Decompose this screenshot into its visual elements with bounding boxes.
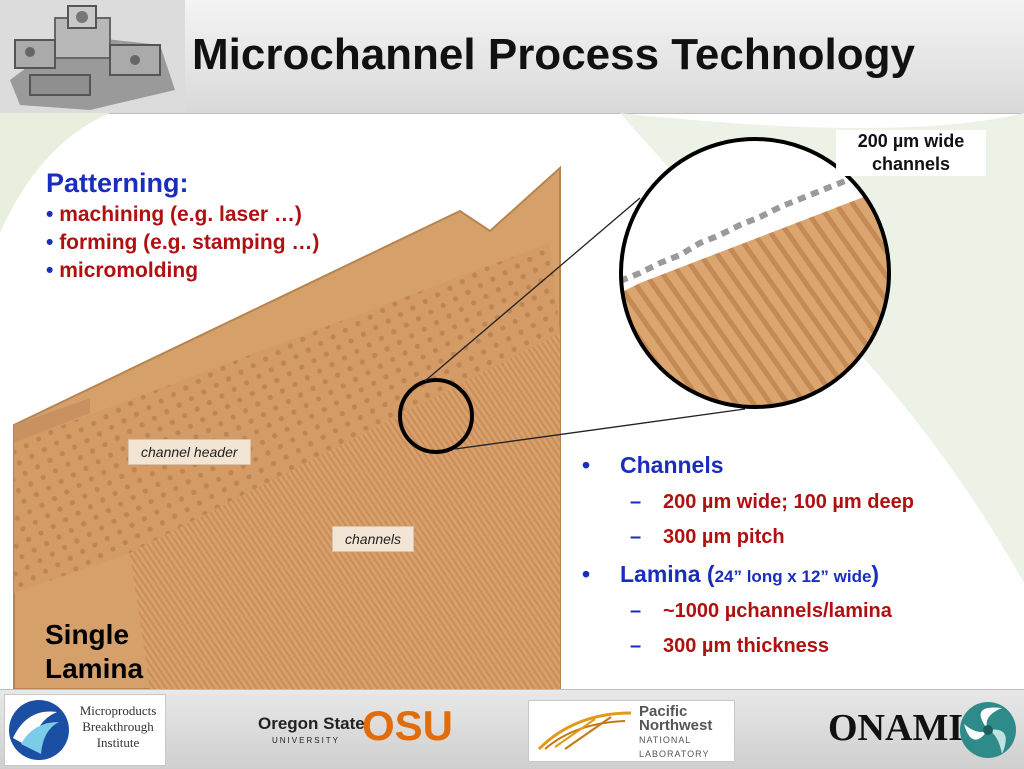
mbi-text: Microproducts <box>79 703 157 718</box>
channels-subitem: –300 µm pitch <box>630 526 785 548</box>
caption-line: Lamina <box>45 653 144 684</box>
zoom-label-line: 200 µm wide <box>857 131 965 151</box>
mbi-text: Institute <box>96 735 140 750</box>
channels-tag: channels <box>332 526 415 552</box>
zoom-label-line: channels <box>871 154 951 174</box>
pnnl-logo: Pacific Northwest NATIONAL LABORATORY <box>528 700 735 762</box>
slide-title: Microchannel Process Technology <box>192 30 915 79</box>
pnnl-text: Northwest <box>639 717 713 734</box>
channels-bullet: •Channels <box>582 452 724 478</box>
specs-list: •Channels –200 µm wide; 100 µm deep –300… <box>582 452 914 670</box>
background-swoosh <box>0 113 1024 583</box>
zoom-label: 200 µm wide channels <box>836 130 986 176</box>
lamina-bullet: •Lamina (24” long x 12” wide) <box>582 561 880 587</box>
lamina-subitem: –~1000 µchannels/lamina <box>630 600 892 622</box>
slide-header: Microchannel Process Technology <box>0 0 1024 114</box>
onami-swirl-icon <box>960 702 1016 758</box>
osu-sub: UNIVERSITY <box>272 736 341 745</box>
mbi-logo: Microproducts Breakthrough Institute <box>4 694 166 766</box>
onami-logo: ONAMI <box>828 700 1018 762</box>
pnnl-text: NATIONAL <box>639 735 692 745</box>
osu-name: Oregon State <box>258 714 365 733</box>
lamina-caption: Single Lamina <box>45 618 143 686</box>
patterning-section: Patterning: • machining (e.g. laser …) •… <box>46 168 319 283</box>
patterning-item: • forming (e.g. stamping …) <box>46 231 320 254</box>
patterning-heading: Patterning: <box>46 168 189 198</box>
onami-text: ONAMI <box>828 707 964 749</box>
pnnl-text: Pacific <box>639 703 688 720</box>
patterning-item: • machining (e.g. laser …) <box>46 203 302 226</box>
osu-mark: OSU <box>362 702 454 749</box>
channel-header-tag: channel header <box>128 439 251 465</box>
channels-subitem: –200 µm wide; 100 µm deep <box>630 491 914 513</box>
lamina-illustration <box>13 137 891 689</box>
pnnl-mark-icon <box>537 711 632 751</box>
lamina-subitem: –300 µm thickness <box>630 635 830 657</box>
osu-logo: Oregon State UNIVERSITY OSU <box>258 702 453 762</box>
caption-line: Single <box>45 619 130 650</box>
patterning-item: • micromolding <box>46 259 199 282</box>
pnnl-text: LABORATORY <box>639 749 710 759</box>
microdevice-photo-icon <box>0 0 185 113</box>
mbi-wave-icon <box>9 700 69 760</box>
footer-logos: Microproducts Breakthrough Institute Ore… <box>0 689 1024 769</box>
mbi-text: Breakthrough <box>82 719 154 734</box>
